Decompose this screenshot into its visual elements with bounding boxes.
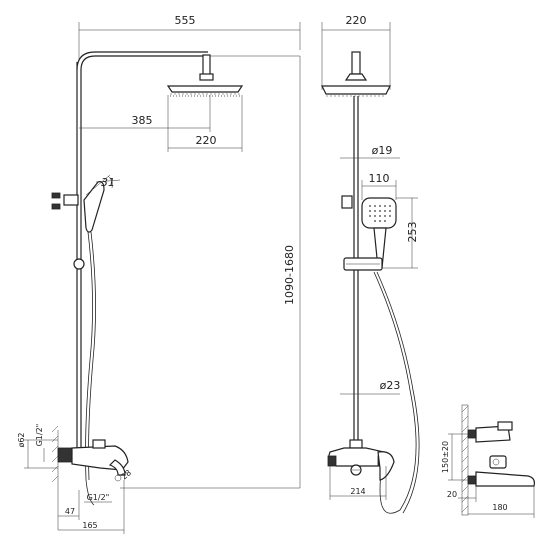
mixer-detail-view: 150±20 20 180 [441,404,535,518]
dim-handshower-width: 110 [369,172,390,185]
dim-height-range: 1090-1680 [283,245,296,305]
dim-total-width: 555 [175,14,196,27]
dim-detail-180: 180 [492,503,507,512]
dim-handshower-angle: 31 [101,176,115,189]
dim-pipe-d23: ø23 [380,379,401,392]
dim-pipe-d19: ø19 [372,144,393,157]
front-view: 220 ø19 110 253 [321,14,420,514]
side-view: 555 1090-1680 385 220 [17,14,301,534]
dim-detail-20: 20 [447,490,457,499]
dim-head-width-side: 220 [196,134,217,147]
dim-bottom-165: 165 [82,521,97,530]
dim-head-arm: 385 [132,114,153,127]
spray-dots [369,205,391,222]
dim-detail-150: 150±20 [441,441,450,473]
dim-g-half-left: G1/2" [35,424,44,447]
dim-bottom-47: 47 [65,507,75,516]
dim-mixer-214: 214 [350,487,365,496]
dim-handshower-length: 253 [406,222,419,243]
dim-g-half-bottom: G1/2" [87,493,110,502]
dim-head-width-front: 220 [346,14,367,27]
dim-pipe-d62: ø62 [17,432,26,447]
